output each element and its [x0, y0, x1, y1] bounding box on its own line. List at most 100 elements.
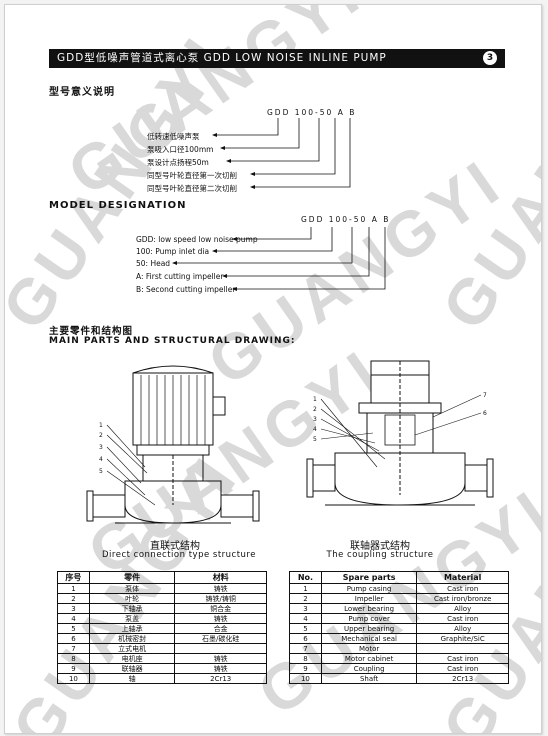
header-banner: GDD型低噪声管道式离心泵 GDD LOW NOISE INLINE PUMP …	[49, 49, 505, 68]
row-number-cell: 4	[57, 613, 90, 624]
material-cell: 2Cr13	[416, 673, 509, 684]
svg-text:7: 7	[483, 392, 487, 399]
model-en-label: 100: Pump inlet dia	[136, 247, 210, 256]
row-number-cell: 8	[289, 653, 322, 664]
left-drawing-caption-en: Direct connection type structure	[102, 550, 256, 560]
row-number-cell: 7	[57, 643, 90, 654]
part-name-cell: 上轴承	[88, 623, 176, 634]
model-cn-heading: 型号意义说明	[49, 87, 115, 98]
part-name-cell: 下轴承	[88, 603, 176, 614]
part-name-cell: Mechanical seal	[320, 633, 418, 644]
column-header: 序号	[57, 571, 90, 584]
right-drawing-caption-en: The coupling structure	[326, 550, 434, 560]
part-name-cell: 电机座	[88, 653, 176, 664]
part-name-cell: Motor cabinet	[320, 653, 418, 664]
row-number-cell: 3	[57, 603, 90, 614]
svg-text:1: 1	[313, 396, 317, 403]
svg-text:5: 5	[313, 436, 317, 443]
model-cn-label: 泵设计点扬程50m	[147, 158, 209, 167]
column-header: 材料	[174, 571, 267, 584]
row-number-cell: 7	[289, 643, 322, 654]
document-page: GUANGYI GUANGYI GUANGYI GUANGYI GUANGYI …	[4, 4, 542, 734]
table-header-row: No. Spare parts Material	[289, 571, 509, 584]
svg-text:2: 2	[99, 432, 103, 439]
row-number-cell: 9	[289, 663, 322, 674]
model-en-code: GDD 100-50 A B	[301, 215, 391, 224]
model-en-label: A: First cutting impeller	[136, 272, 224, 281]
page-number: 3	[483, 51, 497, 65]
part-name-cell: Coupling	[320, 663, 418, 674]
row-number-cell: 2	[289, 593, 322, 604]
model-cn-label: 同型号叶轮直径第二次切削	[147, 184, 237, 193]
material-cell: 铸铁	[174, 663, 267, 674]
part-name-cell: 立式电机	[88, 643, 176, 654]
part-name-cell: Shaft	[320, 673, 418, 684]
model-en-label: 50: Head	[136, 259, 171, 268]
material-cell: Alloy	[416, 603, 509, 614]
material-cell: 铸铁	[174, 613, 267, 624]
parts-heading-en: MAIN PARTS AND STRUCTURAL DRAWING:	[49, 336, 296, 346]
material-cell	[174, 643, 267, 654]
row-number-cell: 6	[57, 633, 90, 644]
row-number-cell: 3	[289, 603, 322, 614]
material-cell: Cast iron	[416, 663, 509, 674]
row-number-cell: 10	[57, 673, 90, 684]
model-cn-label: 低转速低噪声泵	[147, 132, 200, 141]
part-name-cell: 泵体	[88, 583, 176, 594]
row-number-cell: 5	[57, 623, 90, 634]
row-number-cell: 10	[289, 673, 322, 684]
svg-text:3: 3	[313, 416, 317, 423]
row-number-cell: 6	[289, 633, 322, 644]
column-header: No.	[289, 571, 322, 584]
material-cell: Cast iron/bronze	[416, 593, 509, 604]
material-cell: Cast iron	[416, 583, 509, 594]
model-en-heading: MODEL DESIGNATION	[49, 200, 187, 211]
material-cell: 铸铁/铸铜	[174, 593, 267, 604]
svg-text:3: 3	[99, 444, 103, 451]
row-number-cell: 9	[57, 663, 90, 674]
part-name-cell: 联轴器	[88, 663, 176, 674]
row-number-cell: 8	[57, 653, 90, 664]
svg-text:2: 2	[313, 406, 317, 413]
direct-connection-pump-drawing: 123 45	[86, 365, 260, 524]
material-cell	[416, 643, 509, 654]
column-header: Material	[416, 571, 509, 584]
svg-text:1: 1	[99, 422, 103, 429]
model-en-label: GDD: low speed low noise pump	[136, 235, 258, 244]
page-title: GDD型低噪声管道式离心泵 GDD LOW NOISE INLINE PUMP	[57, 52, 387, 64]
part-name-cell: Pump cover	[320, 613, 418, 624]
part-name-cell: 机械密封	[88, 633, 176, 644]
part-name-cell: 泵盖	[88, 613, 176, 624]
material-cell: 合金	[174, 623, 267, 634]
model-cn-code: GDD 100-50 A B	[267, 108, 357, 117]
part-name-cell: 叶轮	[88, 593, 176, 604]
material-cell: Alloy	[416, 623, 509, 634]
material-cell: 2Cr13	[174, 673, 267, 684]
row-number-cell: 1	[57, 583, 90, 594]
material-cell: 铜合金	[174, 603, 267, 614]
svg-text:4: 4	[99, 456, 103, 463]
part-name-cell: Impeller	[320, 593, 418, 604]
right-drawing-caption-cn: 联轴器式结构	[350, 541, 410, 552]
material-cell: Cast iron	[416, 613, 509, 624]
table-header-row: 序号 零件 材料	[57, 571, 267, 584]
svg-text:6: 6	[483, 410, 487, 417]
